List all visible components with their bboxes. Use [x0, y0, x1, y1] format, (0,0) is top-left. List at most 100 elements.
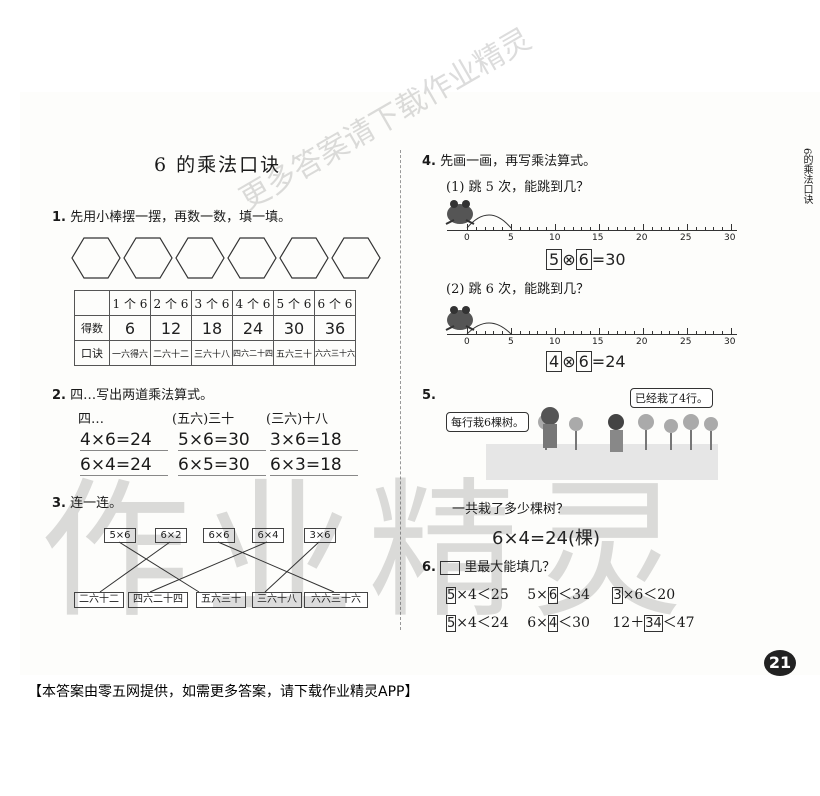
q5-question: 一共栽了多少棵树？	[452, 502, 570, 517]
tick-label: 30	[724, 233, 736, 243]
tick-label: 0	[464, 337, 470, 347]
table-header: 2 个 6	[150, 290, 192, 316]
hexagon	[227, 237, 277, 279]
table-cell: 一六得六	[109, 340, 151, 366]
table-cell: 6	[109, 315, 151, 341]
tick-mark	[555, 328, 556, 335]
tick-mark	[484, 331, 486, 335]
match-bottom-box: 二六十二	[74, 592, 124, 608]
tick-mark	[475, 227, 477, 231]
tick-mark	[599, 328, 600, 335]
tick-mark	[467, 328, 468, 335]
q6-text: 里最大能填几？	[464, 560, 556, 575]
tick-mark	[713, 227, 715, 231]
tick-mark	[625, 331, 627, 335]
table-header: 4 个 6	[232, 290, 274, 316]
q1-heading: 1. 先用小棒摆一摆，再数一数，填一填。	[52, 206, 291, 225]
tick-mark	[651, 331, 653, 335]
q4-text: 先画一画，再写乘法算式。	[440, 154, 597, 169]
tick-mark	[713, 331, 715, 335]
table-header: 5 个 6	[273, 290, 315, 316]
hexagon	[175, 237, 225, 279]
tick-label: 15	[592, 233, 604, 243]
q3-text: 连一连。	[70, 496, 123, 511]
match-top-box: 6×4	[252, 528, 284, 543]
q1-table: 1 个 6 2 个 6 3 个 6 4 个 6 5 个 6 6 个 6 得数 6…	[74, 290, 356, 366]
hexagon	[123, 237, 173, 279]
tick-mark	[563, 227, 565, 231]
table-cell: 18	[191, 315, 233, 341]
tick-mark	[669, 227, 671, 231]
tick-mark	[695, 227, 697, 231]
tick-mark	[722, 227, 724, 231]
tick-label: 30	[724, 337, 736, 347]
tick-mark	[511, 224, 512, 231]
tick-mark	[660, 227, 662, 231]
table-cell: 二六十二	[150, 340, 192, 366]
table-cell: 五六三十	[273, 340, 315, 366]
tick-mark	[687, 224, 688, 231]
tick-mark	[511, 328, 512, 335]
tick-mark	[581, 227, 583, 231]
table-header: 6 个 6	[314, 290, 356, 316]
frog-icon	[445, 306, 475, 331]
match-bottom-box: 四六二十四	[128, 592, 188, 608]
tick-mark	[616, 331, 618, 335]
q4-answer1: 5⊗6=30	[546, 249, 626, 270]
table-header: 3 个 6	[191, 290, 233, 316]
q1-number: 1.	[52, 210, 66, 225]
q6-number: 6.	[422, 560, 436, 575]
tick-mark	[581, 331, 583, 335]
number-line	[447, 224, 737, 231]
tick-mark	[590, 331, 592, 335]
tick-mark	[502, 227, 504, 231]
tick-mark	[678, 331, 680, 335]
tick-mark	[625, 227, 627, 231]
workbook-page	[20, 92, 820, 675]
tick-mark	[537, 227, 539, 231]
hexagon	[279, 237, 329, 279]
tick-mark	[484, 227, 486, 231]
hexagon	[331, 237, 381, 279]
tree-planting-illustration	[486, 407, 718, 480]
tick-mark	[572, 227, 574, 231]
tick-label: 15	[592, 337, 604, 347]
q2-label: (三六)十八	[266, 412, 329, 427]
tick-mark	[643, 224, 644, 231]
tick-mark	[519, 227, 521, 231]
tick-mark	[695, 331, 697, 335]
table-cell: 24	[232, 315, 274, 341]
q4-answer2: 4⊗6=24	[546, 351, 626, 372]
tick-mark	[731, 328, 732, 335]
table-cell: 36	[314, 315, 356, 341]
q5-heading: 5.	[422, 388, 436, 403]
tick-mark	[502, 331, 504, 335]
q6-row: 5×4＜24 6×4＜30 12＋34＜47	[446, 615, 695, 632]
answer-equation: 6×4=24	[80, 455, 168, 476]
tick-mark	[704, 331, 706, 335]
tick-mark	[528, 331, 530, 335]
tick-label: 25	[680, 233, 692, 243]
table-row: 口诀 一六得六 二六十二 三六十八 四六二十四 五六三十 六六三十六	[74, 340, 356, 366]
tick-mark	[634, 227, 636, 231]
tick-label: 20	[636, 233, 648, 243]
row-label: 得数	[74, 315, 110, 341]
tick-mark	[607, 227, 609, 231]
tick-label: 5	[508, 233, 514, 243]
table-row: 1 个 6 2 个 6 3 个 6 4 个 6 5 个 6 6 个 6	[74, 290, 356, 316]
tick-label: 0	[464, 233, 470, 243]
q2-number: 2.	[52, 388, 66, 403]
table-cell: 30	[273, 315, 315, 341]
speech-bubble: 每行栽6棵树。	[446, 412, 529, 432]
q6-row: 5×4＜25 5×6＜34 3×6＜20	[446, 587, 676, 604]
q4-number: 4.	[422, 154, 436, 169]
tick-mark	[572, 331, 574, 335]
answer-equation: 5×6=30	[178, 430, 266, 451]
match-lines	[99, 541, 335, 593]
tick-mark	[493, 331, 495, 335]
page-number: 21	[764, 650, 796, 676]
tick-label: 10	[549, 337, 561, 347]
tick-mark	[528, 227, 530, 231]
tick-mark	[493, 227, 495, 231]
page-divider	[400, 150, 401, 630]
